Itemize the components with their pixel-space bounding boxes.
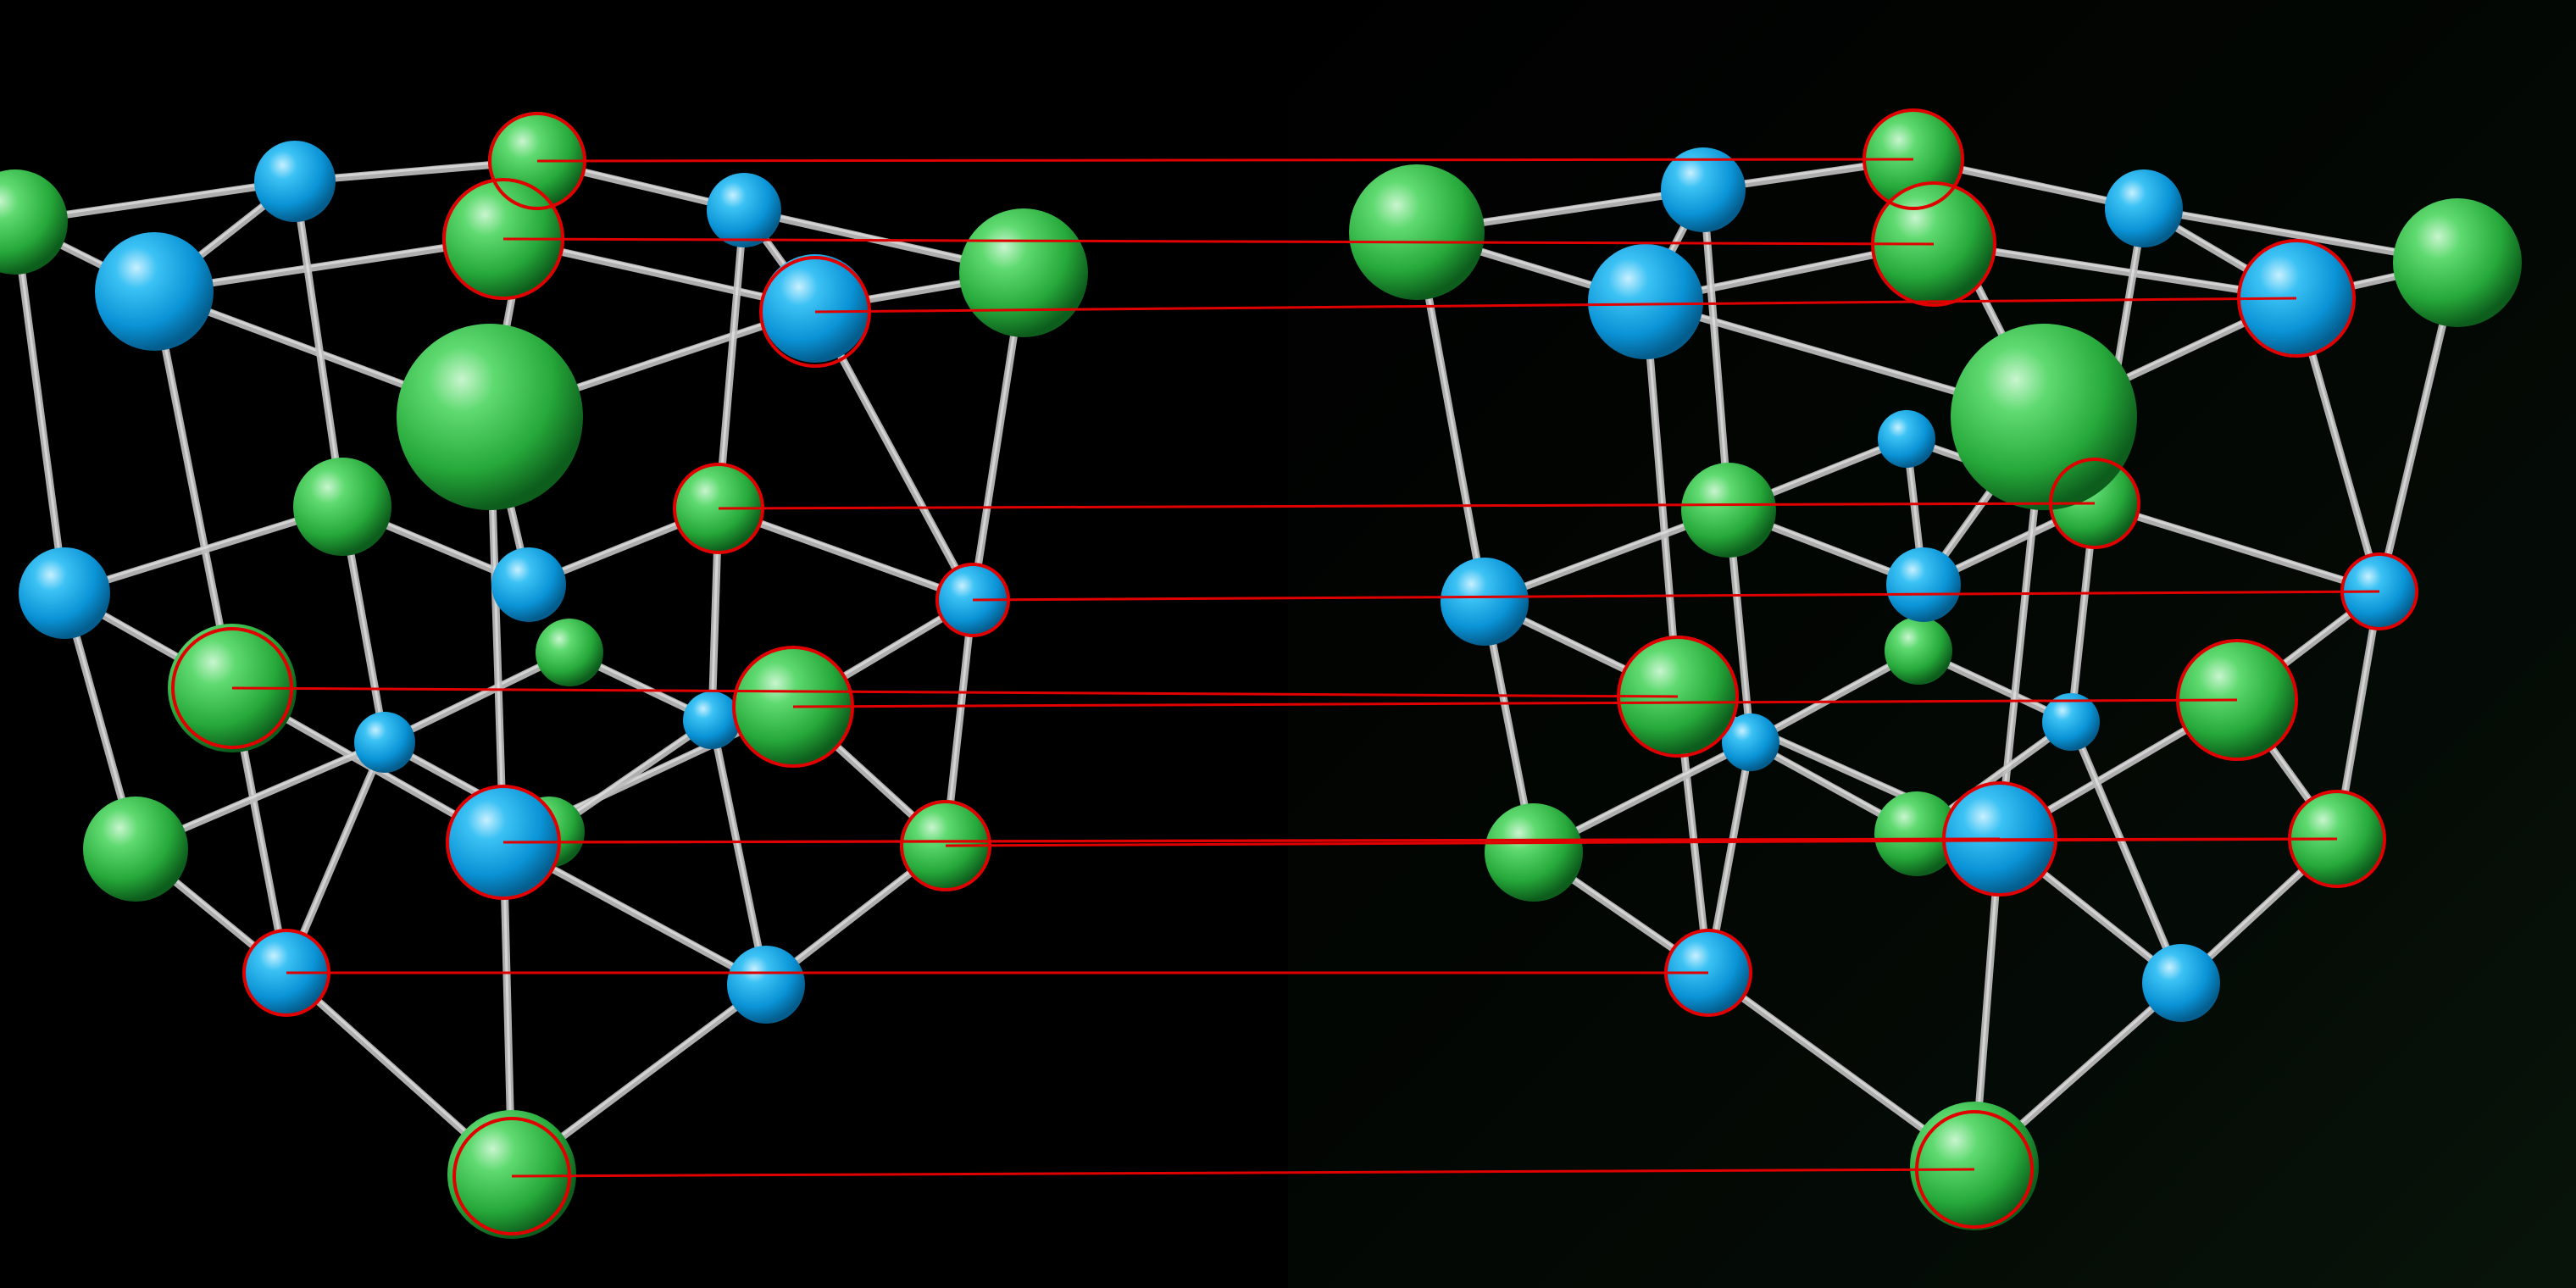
match-line [972, 590, 2380, 602]
rod [2090, 499, 2384, 596]
green-atom [1349, 164, 1485, 300]
green-atom [83, 797, 188, 902]
green-atom [293, 458, 391, 556]
rod-highlight [153, 288, 234, 688]
blue-atom [1722, 713, 1779, 771]
green-atom [1951, 324, 2137, 510]
match-line [792, 698, 2238, 708]
green-atom [959, 208, 1088, 337]
blue-atom [254, 141, 336, 222]
match-line [536, 158, 1914, 163]
rod-highlight [293, 178, 344, 507]
green-atom [0, 169, 68, 275]
blue-atom [19, 547, 110, 639]
blue-atom [1441, 558, 1529, 646]
match-line [814, 297, 2297, 314]
blue-atom [1588, 244, 1703, 359]
blue-atom [2042, 693, 2100, 751]
rod-highlight [2069, 719, 2183, 983]
green-atom [1681, 463, 1776, 558]
rod-highlight [717, 207, 746, 508]
green-atom [447, 1110, 576, 1239]
rod-highlight [2093, 500, 2381, 591]
rod-highlight [1644, 298, 1679, 695]
blue-atom [2105, 169, 2183, 247]
green-atom [397, 324, 583, 510]
match-line [718, 502, 2096, 510]
blue-atom [2142, 944, 2220, 1022]
blue-atom [683, 691, 741, 749]
match-line [511, 1168, 1975, 1178]
match-line [231, 686, 1679, 698]
blue-atom [1661, 147, 1746, 232]
match-line [502, 237, 1935, 246]
green-atom [2393, 198, 2522, 327]
green-atom [536, 619, 603, 686]
blue-atom [1878, 410, 1935, 468]
blue-atom [491, 547, 566, 622]
green-atom [1485, 803, 1583, 902]
green-atom [1874, 791, 1959, 876]
rod-highlight [14, 219, 66, 593]
green-atom [1885, 617, 1952, 685]
blue-atom [727, 946, 805, 1024]
rod-highlight [710, 717, 768, 985]
rod-highlight [1702, 186, 1730, 510]
green-atom [1910, 1102, 2039, 1230]
feature-matches [171, 108, 2418, 1235]
match-line [502, 837, 2338, 844]
blue-atom [761, 254, 869, 363]
rod [380, 648, 574, 747]
blue-atom [1886, 547, 1961, 622]
green-atom [1873, 181, 1995, 303]
green-atom [1618, 636, 1737, 754]
blue-atom [354, 712, 415, 773]
blue-atom [707, 173, 781, 247]
blue-atom [95, 232, 214, 351]
